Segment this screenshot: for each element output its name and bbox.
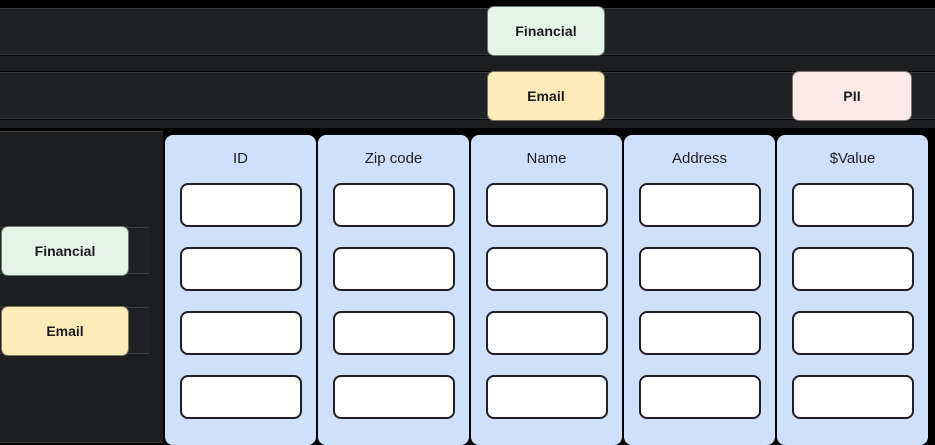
tag-band-row-2: [0, 72, 935, 119]
tag-chip-pii-top[interactable]: PII: [792, 71, 912, 121]
table-cell[interactable]: [485, 183, 608, 227]
table-cell[interactable]: [791, 311, 914, 355]
column-header-value: $Value: [829, 150, 876, 167]
table-cell[interactable]: [638, 247, 761, 291]
table-cell[interactable]: [332, 183, 455, 227]
column-header-zip-code: Zip code: [364, 150, 423, 167]
lower-region: Financial Email ID Zip code Name Address: [0, 128, 935, 445]
column-header-name: Name: [526, 150, 567, 167]
table-column-value: $Value: [777, 135, 928, 445]
table-cell[interactable]: [791, 375, 914, 419]
column-header-address: Address: [671, 150, 728, 167]
table-cell[interactable]: [179, 311, 302, 355]
table-column-id: ID: [165, 135, 316, 445]
table-cell[interactable]: [791, 247, 914, 291]
table-column-zip-code: Zip code: [318, 135, 469, 445]
table-cell[interactable]: [179, 247, 302, 291]
table-cell[interactable]: [332, 247, 455, 291]
table-cell[interactable]: [179, 375, 302, 419]
band-separator-top: [0, 56, 935, 71]
band-separator-bottom: [0, 120, 935, 128]
table-cell[interactable]: [485, 247, 608, 291]
sidebar-item-financial[interactable]: Financial: [1, 226, 129, 276]
tag-chip-financial-top[interactable]: Financial: [487, 6, 605, 56]
table-column-address: Address: [624, 135, 775, 445]
table-cell[interactable]: [179, 183, 302, 227]
tag-chip-email-top[interactable]: Email: [487, 71, 605, 121]
table-cell[interactable]: [485, 375, 608, 419]
table-cell[interactable]: [638, 183, 761, 227]
table-cell[interactable]: [332, 375, 455, 419]
table-cell[interactable]: [638, 311, 761, 355]
table-cell[interactable]: [332, 311, 455, 355]
sidebar-item-email[interactable]: Email: [1, 306, 129, 356]
sidebar-panel: Financial Email: [0, 131, 163, 443]
table-cell[interactable]: [485, 311, 608, 355]
table-column-name: Name: [471, 135, 622, 445]
column-header-id: ID: [233, 150, 248, 167]
tag-band-row-1: [0, 8, 935, 55]
table-cell[interactable]: [638, 375, 761, 419]
table-cell[interactable]: [791, 183, 914, 227]
data-table: ID Zip code Name Address: [165, 135, 928, 445]
